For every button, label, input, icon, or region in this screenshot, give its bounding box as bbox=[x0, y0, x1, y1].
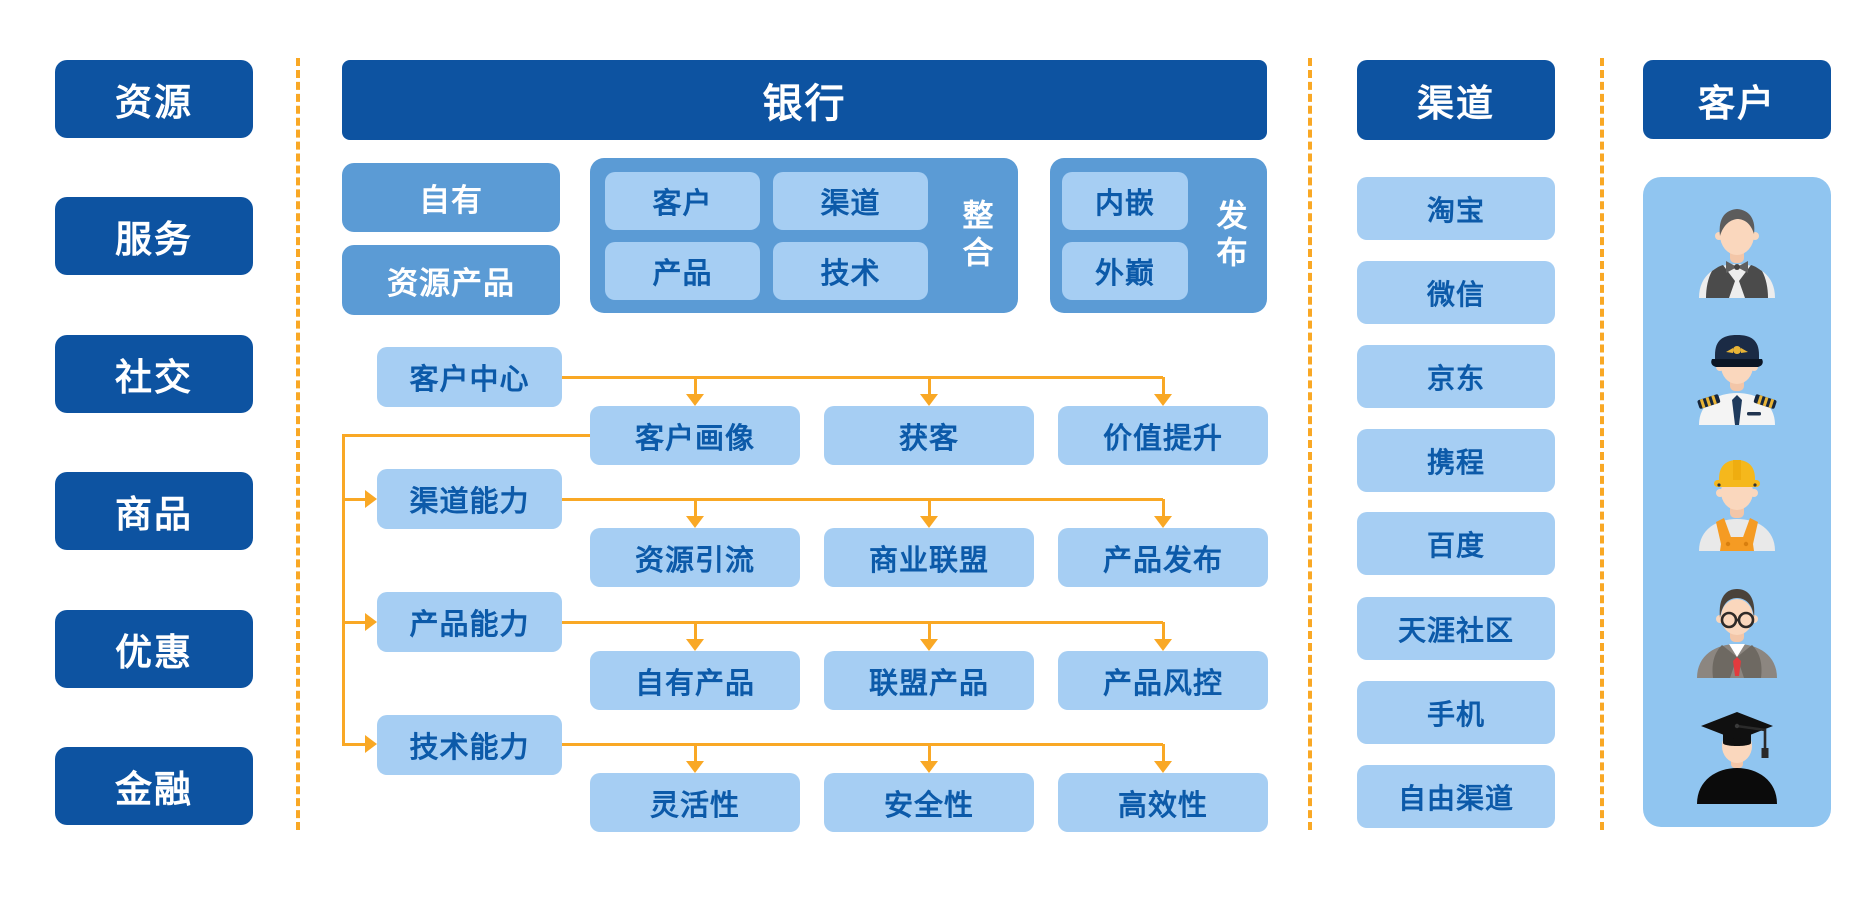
avatar-businessman-icon bbox=[1697, 589, 1777, 678]
arrow-down-icon bbox=[1154, 639, 1172, 651]
flow-box-customer-acquisition: 获客 bbox=[824, 406, 1034, 465]
flow-connector bbox=[562, 620, 1163, 624]
flow-connector bbox=[341, 433, 345, 746]
avatar-waiter-icon bbox=[1699, 209, 1775, 298]
integration-item-technology: 技术 bbox=[773, 242, 928, 300]
arrow-down-icon bbox=[1154, 516, 1172, 528]
channel-mobile: 手机 bbox=[1357, 681, 1555, 744]
flow-box-product-release: 产品发布 bbox=[1058, 528, 1268, 587]
own-box: 自有 bbox=[342, 163, 560, 232]
channel-ctrip: 携程 bbox=[1357, 429, 1555, 492]
flow-box-efficiency: 高效性 bbox=[1058, 773, 1268, 832]
capability-technology: 技术能力 bbox=[377, 715, 562, 775]
flow-box-flexibility: 灵活性 bbox=[590, 773, 800, 832]
flow-connector bbox=[927, 377, 931, 395]
integration-item-product: 产品 bbox=[605, 242, 760, 300]
flow-connector bbox=[562, 497, 1163, 501]
left-item-discounts: 优惠 bbox=[55, 610, 253, 688]
arrow-right-icon bbox=[365, 490, 377, 508]
publish-item-embedded: 内嵌 bbox=[1062, 172, 1188, 230]
flow-box-product-risk-control: 产品风控 bbox=[1058, 651, 1268, 710]
left-item-finance: 金融 bbox=[55, 747, 253, 825]
channel-wechat: 微信 bbox=[1357, 261, 1555, 324]
arrow-down-icon bbox=[1154, 761, 1172, 773]
flow-connector bbox=[693, 622, 697, 640]
flow-box-security: 安全性 bbox=[824, 773, 1034, 832]
resource-product-box: 资源产品 bbox=[342, 245, 560, 315]
dotted-divider-left bbox=[296, 58, 300, 830]
channel-taobao: 淘宝 bbox=[1357, 177, 1555, 240]
flow-box-alliance-products: 联盟产品 bbox=[824, 651, 1034, 710]
dotted-divider-channels bbox=[1308, 58, 1312, 830]
flow-connector bbox=[927, 744, 931, 762]
flow-box-customer-profile: 客户画像 bbox=[590, 406, 800, 465]
bank-header: 银行 bbox=[342, 60, 1267, 140]
channel-jd: 京东 bbox=[1357, 345, 1555, 408]
arrow-down-icon bbox=[1154, 394, 1172, 406]
arrow-down-icon bbox=[686, 394, 704, 406]
flow-connector bbox=[693, 744, 697, 762]
channel-free: 自由渠道 bbox=[1357, 765, 1555, 828]
publish-item-external: 外巅 bbox=[1062, 242, 1188, 300]
flow-connector bbox=[343, 497, 365, 501]
integration-item-channel: 渠道 bbox=[773, 172, 928, 230]
flow-connector bbox=[693, 499, 697, 517]
flow-box-value-uplift: 价值提升 bbox=[1058, 406, 1268, 465]
arrow-down-icon bbox=[686, 761, 704, 773]
flow-connector bbox=[1161, 377, 1165, 395]
avatar-pilot-icon bbox=[1697, 335, 1777, 425]
flow-connector bbox=[343, 433, 590, 437]
flow-connector bbox=[1161, 744, 1165, 762]
flow-connector bbox=[927, 499, 931, 517]
avatar-construction-worker-icon bbox=[1699, 460, 1775, 551]
arrow-down-icon bbox=[920, 394, 938, 406]
flow-connector bbox=[693, 377, 697, 395]
flow-connector bbox=[562, 375, 1163, 379]
flow-connector bbox=[343, 742, 365, 746]
integration-label: 整合 bbox=[957, 198, 993, 273]
capability-product: 产品能力 bbox=[377, 592, 562, 652]
left-item-services: 服务 bbox=[55, 197, 253, 275]
arrow-right-icon bbox=[365, 613, 377, 631]
left-item-social: 社交 bbox=[55, 335, 253, 413]
flow-connector bbox=[562, 742, 1163, 746]
flow-connector bbox=[1161, 622, 1165, 640]
flow-connector bbox=[1161, 499, 1165, 517]
left-item-goods: 商品 bbox=[55, 472, 253, 550]
arrow-down-icon bbox=[920, 516, 938, 528]
arrow-down-icon bbox=[686, 516, 704, 528]
arrow-down-icon bbox=[920, 639, 938, 651]
publish-label: 发布 bbox=[1211, 198, 1247, 273]
publish-panel: 内嵌 外巅 发布 bbox=[1050, 158, 1267, 313]
customers-header: 客户 bbox=[1643, 60, 1831, 139]
flow-connector bbox=[343, 620, 365, 624]
dotted-divider-customers bbox=[1600, 58, 1604, 830]
channel-tianya: 天涯社区 bbox=[1357, 597, 1555, 660]
capability-channel: 渠道能力 bbox=[377, 469, 562, 529]
channel-baidu: 百度 bbox=[1357, 512, 1555, 575]
capability-customer-center: 客户中心 bbox=[377, 347, 562, 407]
customers-panel bbox=[1643, 177, 1831, 827]
flow-box-own-products: 自有产品 bbox=[590, 651, 800, 710]
left-item-resources: 资源 bbox=[55, 60, 253, 138]
flow-connector bbox=[927, 622, 931, 640]
integration-item-customer: 客户 bbox=[605, 172, 760, 230]
arrow-right-icon bbox=[365, 735, 377, 753]
arrow-down-icon bbox=[686, 639, 704, 651]
integration-panel: 客户 渠道 产品 技术 整合 bbox=[590, 158, 1018, 313]
flow-box-business-alliance: 商业联盟 bbox=[824, 528, 1034, 587]
flow-box-resource-diversion: 资源引流 bbox=[590, 528, 800, 587]
avatar-graduate-icon bbox=[1697, 712, 1777, 804]
arrow-down-icon bbox=[920, 761, 938, 773]
channels-header: 渠道 bbox=[1357, 60, 1555, 140]
